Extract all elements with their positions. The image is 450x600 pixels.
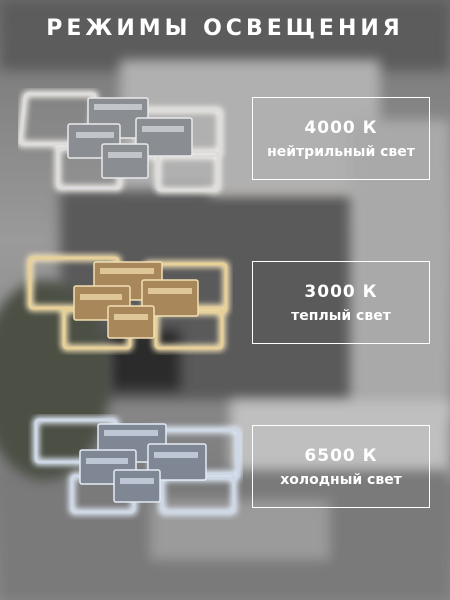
sofa — [230, 400, 450, 480]
chandelier-warm — [26, 254, 230, 352]
mode-label-cold: 6500 К холодный свет — [252, 425, 430, 508]
mode-label-warm: 3000 К теплый свет — [252, 261, 430, 344]
tv-screen — [110, 330, 180, 390]
mode-description: теплый свет — [291, 307, 391, 324]
led-strip — [210, 188, 380, 194]
page-title: РЕЖИМЫ ОСВЕЩЕНИЯ — [46, 16, 404, 41]
ceiling-shade — [0, 0, 450, 70]
mode-description: нейтрильный свет — [267, 143, 415, 160]
mode-label-neutral: 4000 К нейтрильный свет — [252, 97, 430, 180]
mode-temperature: 4000 К — [304, 117, 378, 138]
mode-temperature: 6500 К — [304, 445, 378, 466]
chandelier-neutral — [18, 90, 224, 194]
mode-temperature: 3000 К — [304, 281, 378, 302]
chandelier-cold — [32, 416, 242, 516]
mode-description: холодный свет — [280, 471, 402, 488]
window-area — [350, 120, 450, 420]
